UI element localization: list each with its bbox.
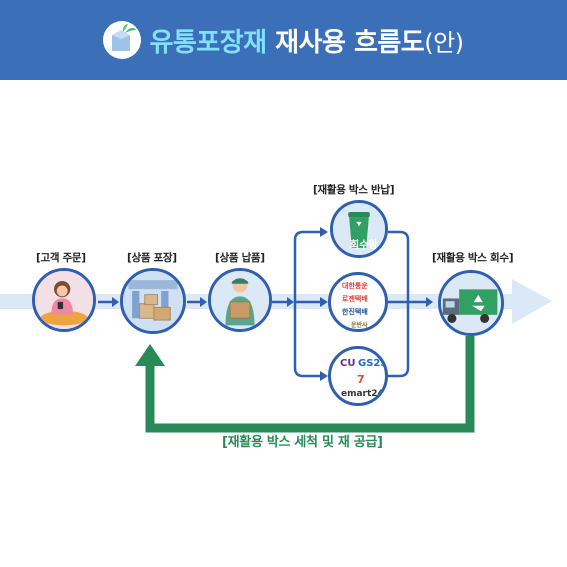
customer-order-node bbox=[32, 268, 96, 332]
page-title: 유통포장재 재사용 흐름도(안) bbox=[149, 22, 464, 59]
reuse-loop-arrow bbox=[145, 336, 475, 433]
stage-label-delivery: [상품 납품] bbox=[215, 252, 265, 264]
return-bin-label: 회수함 bbox=[350, 240, 378, 251]
stage-label-packing: [상품 포장] bbox=[127, 252, 177, 264]
store-seven: 7 bbox=[357, 373, 365, 386]
stage-label-collect: [재활용 박스 회수] bbox=[432, 252, 514, 264]
reuse-loop-arrowhead bbox=[135, 344, 165, 366]
store-cu: CU bbox=[340, 358, 356, 369]
courier-hanjin: 한진택배 bbox=[342, 308, 368, 316]
courier-node: 대한통운 로젠택배 한진택배 운반사 bbox=[328, 272, 388, 332]
title-accent: 유통포장재 bbox=[149, 27, 267, 58]
packing-node bbox=[120, 268, 186, 334]
courier-cj: 대한통운 bbox=[342, 282, 368, 290]
store-gs25: GS25 bbox=[358, 358, 388, 369]
packaging-logo-icon bbox=[103, 21, 142, 59]
store-emart24: emart24 bbox=[341, 389, 384, 399]
title-paren: (안) bbox=[424, 28, 464, 57]
courier-other: 운반사 bbox=[351, 322, 368, 329]
split-bracket bbox=[293, 230, 320, 378]
forward-arrows bbox=[98, 297, 294, 307]
collection-node bbox=[438, 270, 504, 336]
header-banner: 유통포장재 재사용 흐름도(안) bbox=[0, 0, 567, 80]
customer-illustration-icon bbox=[35, 271, 93, 329]
delivery-node bbox=[208, 268, 272, 332]
warehouse-boxes-icon bbox=[123, 271, 183, 331]
stage-label-order: [고객 주문] bbox=[36, 252, 86, 264]
courier-lotte: 로젠택배 bbox=[342, 295, 368, 303]
stage-label-return: [재활용 박스 반납] bbox=[313, 184, 395, 196]
delivery-worker-icon bbox=[211, 271, 269, 329]
reuse-loop-label: [재활용 박스 세척 및 재 공급] bbox=[222, 435, 383, 450]
recycling-truck-icon bbox=[441, 273, 501, 333]
return-bin-node: 회수함 bbox=[330, 200, 388, 258]
convenience-store-node: CU GS25 7 emart24 bbox=[328, 346, 388, 406]
title-main: 재사용 흐름도 bbox=[275, 27, 425, 58]
recycle-bin-icon bbox=[333, 203, 385, 255]
